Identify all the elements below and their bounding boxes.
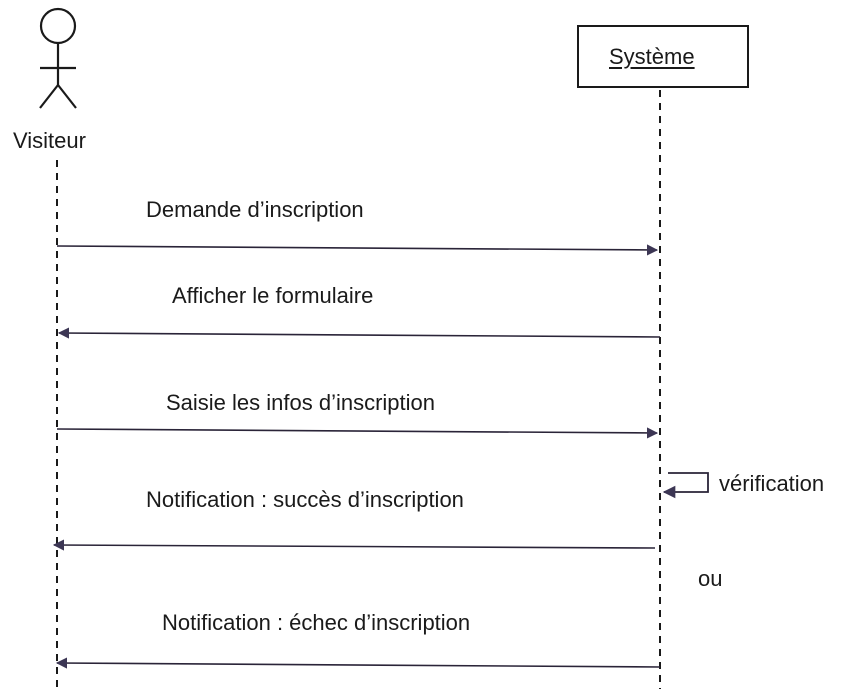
message-arrow-4 (52, 539, 656, 551)
alternative-label: ou (698, 566, 723, 591)
system-label: Système (609, 44, 695, 69)
actor-head (39, 7, 77, 45)
self-message-arrow (662, 472, 709, 499)
message-label-5: Notification : échec d’inscription (162, 610, 471, 635)
self-message-label: vérification (719, 471, 825, 496)
actor-label: Visiteur (13, 128, 86, 153)
actor-figure (39, 7, 77, 109)
message-arrow-1 (56, 244, 659, 256)
message-arrow-2 (57, 327, 661, 339)
message-arrow-5 (55, 657, 661, 669)
message-arrow-3 (56, 427, 659, 439)
actor-left-leg (39, 84, 59, 109)
message-label-2: Afficher le formulaire (172, 283, 374, 308)
message-label-4: Notification : succès d’inscription (146, 487, 464, 512)
actor-right-leg (57, 84, 77, 109)
system-box (577, 25, 749, 88)
message-label-3: Saisie les infos d’inscription (166, 390, 436, 415)
message-label-1: Demande d’inscription (146, 197, 364, 222)
